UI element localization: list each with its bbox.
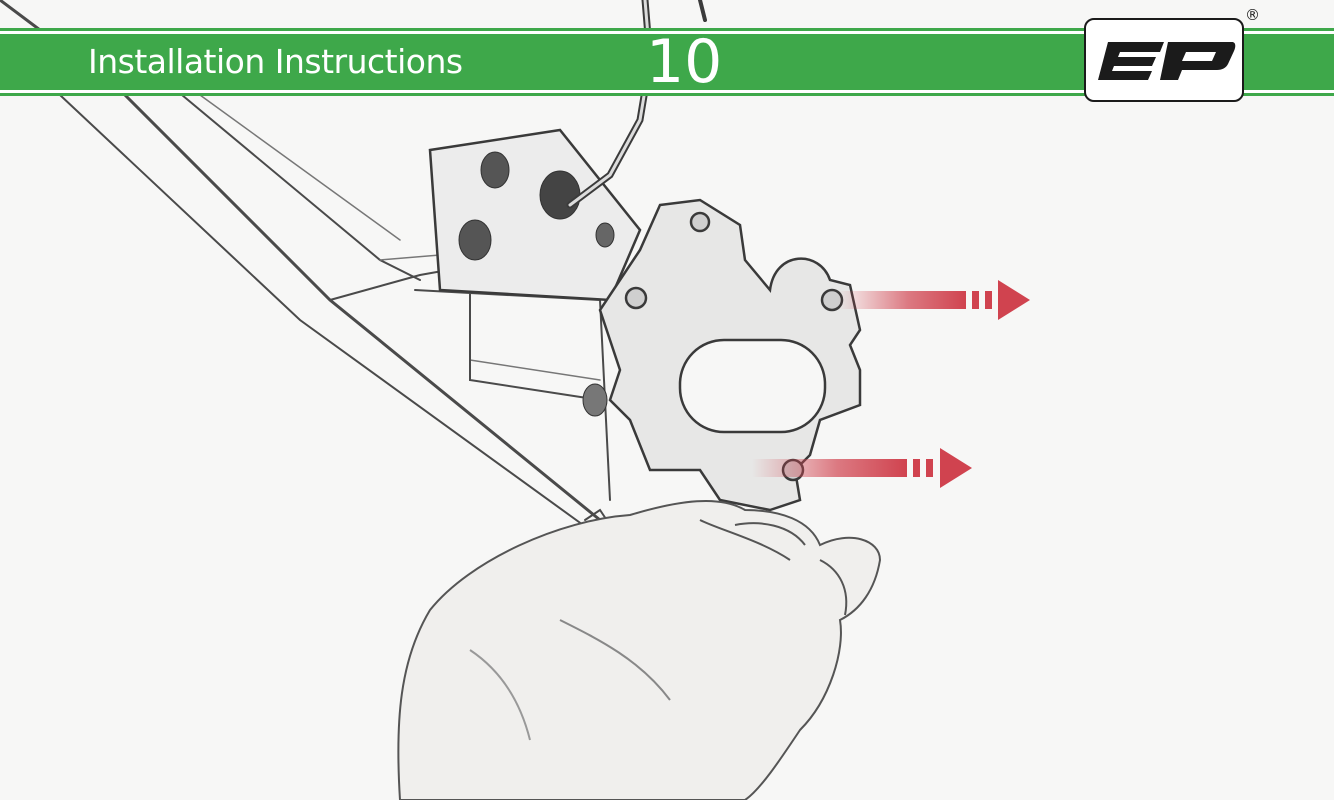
step-number: 10	[646, 28, 722, 96]
registered-trademark: ®	[1245, 6, 1260, 24]
ep-logo-icon	[1086, 20, 1242, 100]
brand-logo	[1084, 18, 1244, 102]
page-title: Installation Instructions	[88, 40, 463, 84]
